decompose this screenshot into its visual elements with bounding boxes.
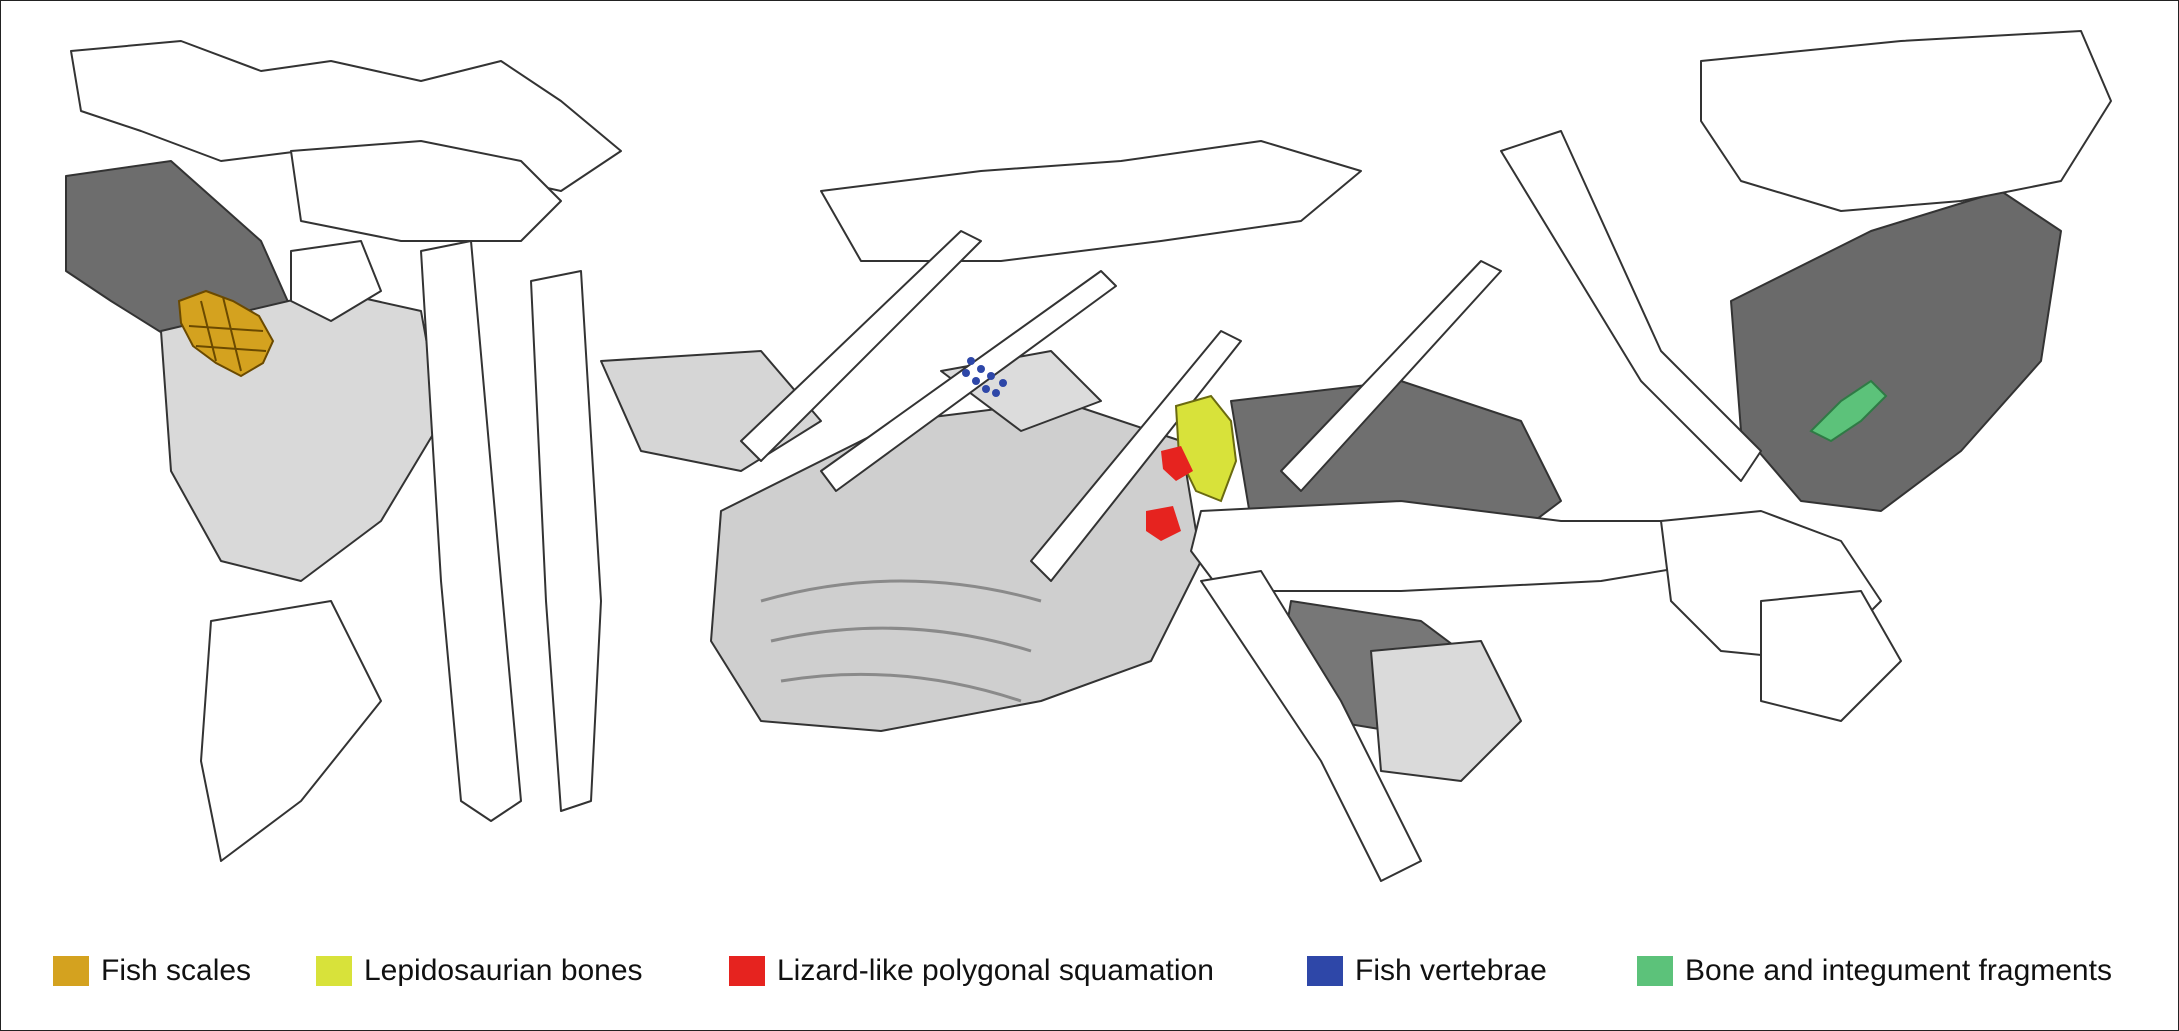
legend-item-lepidosaurian-bones: Lepidosaurian bones <box>316 951 643 991</box>
legend-label: Bone and integument fragments <box>1685 954 2112 987</box>
rib-long-left-2 <box>530 270 602 812</box>
swatch-fish-scales <box>53 956 89 986</box>
femur-right <box>1190 500 1722 592</box>
legend-item-bone-integument: Bone and integument fragments <box>1637 951 2112 991</box>
legend-label: Lepidosaurian bones <box>364 954 643 987</box>
rock-fragments-top-right <box>1700 30 2112 212</box>
legend-label: Fish scales <box>101 954 252 987</box>
legend: Fish scales Lepidosaurian bones Lizard-l… <box>1 941 2178 1001</box>
rib-thin-1 <box>740 230 982 462</box>
bone-integument-fragments <box>1809 379 1888 443</box>
specimen-drawing <box>65 30 2112 882</box>
vertebra-upper <box>290 140 562 242</box>
legend-item-fish-scales: Fish scales <box>53 951 251 991</box>
rib-thin-4 <box>1280 260 1502 492</box>
light-matrix-lowright <box>1370 640 1522 782</box>
ribs-right <box>1500 130 1762 482</box>
tibia-center <box>1200 570 1422 882</box>
rock-fragments-lower-left <box>200 600 382 862</box>
swatch-fish-vertebrae <box>1307 956 1343 986</box>
fish-scales-cluster <box>177 289 275 378</box>
scapula-left <box>290 240 382 322</box>
fish-vertebrae-cluster <box>962 357 1007 397</box>
lizard-squamation-cluster <box>1146 446 1193 541</box>
legend-label: Fish vertebrae <box>1355 954 1547 987</box>
dark-matrix-right <box>1730 190 2062 512</box>
rib-thin-3 <box>1030 330 1242 582</box>
legend-label: Lizard-like polygonal squamation <box>777 954 1214 987</box>
vertebra-lower-right <box>1760 590 1902 722</box>
rib-long-left <box>420 240 522 822</box>
swatch-lepidosaurian-bones <box>316 956 352 986</box>
legend-item-fish-vertebrae: Fish vertebrae <box>1307 951 1547 991</box>
legend-item-lizard-squamation: Lizard-like polygonal squamation <box>729 951 1214 991</box>
rock-fragments-top-center <box>820 140 1362 262</box>
rib-thin-2 <box>820 270 1117 492</box>
gut-striation <box>760 579 1042 703</box>
swatch-lizard-squamation <box>729 956 765 986</box>
swatch-bone-integument <box>1637 956 1673 986</box>
